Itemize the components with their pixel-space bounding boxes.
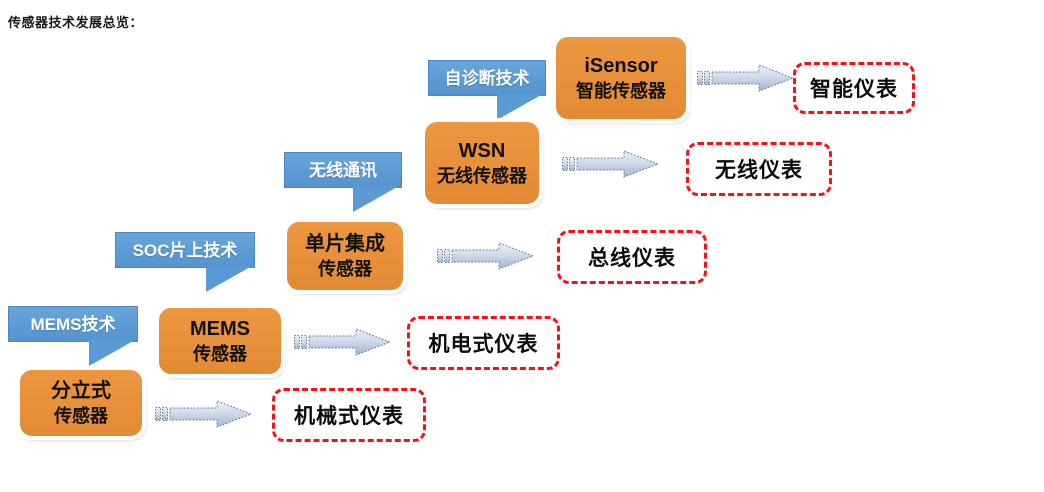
sensor-box-line1: MEMS [190, 317, 250, 340]
technology-callout-label: SOC片上技术 [132, 240, 238, 260]
block-arrow-icon-soc [437, 240, 535, 272]
result-box-label: 机械式仪表 [294, 405, 404, 428]
sensor-box-discrete[interactable]: 分立式 传感器 [20, 370, 142, 436]
result-box-label: 无线仪表 [715, 159, 803, 182]
callout-tail-icon [89, 340, 135, 366]
callout-tail-icon [353, 186, 399, 212]
sensor-box-wireless[interactable]: WSN 无线传感器 [425, 122, 539, 204]
result-box-wireless[interactable]: 无线仪表 [686, 142, 832, 196]
sensor-box-line2: 传感器 [54, 405, 108, 426]
sensor-box-line1: WSN [458, 139, 506, 162]
callout-tail-icon [497, 94, 543, 120]
result-box-label: 智能仪表 [810, 78, 898, 101]
sensor-box-line1: 单片集成 [305, 232, 385, 255]
block-arrow-icon-wireless [562, 148, 660, 180]
technology-callout-wireless[interactable]: 无线通讯 [284, 152, 402, 212]
result-box-mems[interactable]: 机电式仪表 [407, 316, 560, 370]
sensor-box-soc[interactable]: 单片集成 传感器 [287, 222, 403, 290]
technology-callout-label: 自诊断技术 [444, 68, 530, 88]
callout-tail-icon [206, 266, 252, 292]
technology-callout-smart[interactable]: 自诊断技术 [428, 60, 546, 120]
technology-callout-soc[interactable]: SOC片上技术 [115, 232, 255, 292]
sensor-box-line2: 传感器 [193, 343, 247, 364]
technology-callout-mems[interactable]: MEMS技术 [8, 306, 138, 366]
block-arrow-icon-mems [294, 326, 392, 358]
sensor-box-line1: iSensor [584, 54, 658, 77]
page-title: 传感器技术发展总览： [8, 15, 144, 30]
technology-callout-label: 无线通讯 [309, 160, 377, 180]
block-arrow-icon-discrete [155, 398, 253, 430]
sensor-box-line1: 分立式 [51, 379, 111, 402]
result-box-smart[interactable]: 智能仪表 [793, 62, 915, 114]
result-box-label: 总线仪表 [588, 247, 676, 270]
sensor-box-line2: 智能传感器 [576, 80, 666, 101]
technology-callout-label: MEMS技术 [30, 314, 116, 334]
block-arrow-icon-smart [697, 62, 795, 94]
result-box-discrete[interactable]: 机械式仪表 [272, 388, 426, 442]
result-box-label: 机电式仪表 [428, 333, 539, 356]
sensor-box-smart[interactable]: iSensor 智能传感器 [556, 37, 686, 119]
sensor-box-line2: 无线传感器 [437, 165, 527, 186]
result-box-soc[interactable]: 总线仪表 [557, 230, 707, 284]
sensor-box-mems[interactable]: MEMS 传感器 [159, 308, 281, 374]
sensor-box-line2: 传感器 [318, 258, 372, 279]
